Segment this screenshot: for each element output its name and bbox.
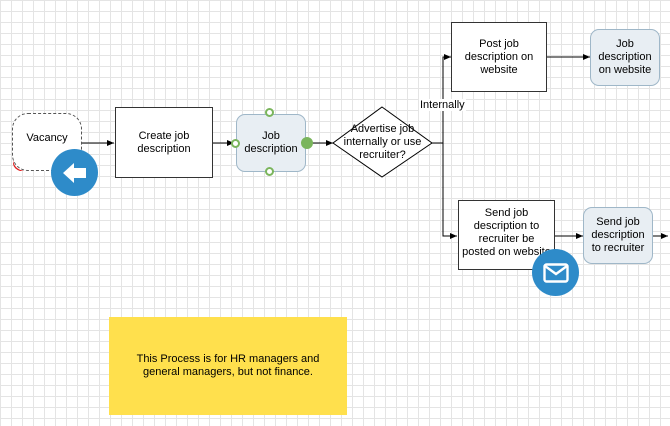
job-description-artifact[interactable]: Job description <box>236 114 306 172</box>
internally-edge-label: Internally <box>419 99 466 111</box>
create-job-description-label: Create job description <box>137 129 191 155</box>
job-description-label: Job description <box>244 130 298 155</box>
start-marker-red <box>13 160 24 171</box>
decision-diamond <box>332 106 433 178</box>
post-job-description-label: Post job description on website <box>464 37 534 76</box>
handle-bottom[interactable] <box>265 167 274 176</box>
handle-left[interactable] <box>231 139 240 148</box>
process-note[interactable]: This Process is for HR managers and gene… <box>109 317 347 415</box>
post-job-description-task[interactable]: Post job description on website <box>451 22 547 92</box>
job-description-website-label: Job description on website <box>598 38 652 76</box>
start-badge[interactable] <box>51 149 98 196</box>
job-description-website-artifact[interactable]: Job description on website <box>590 29 660 86</box>
message-badge[interactable] <box>532 249 579 296</box>
advertise-decision-label: Advertise job internally or use recruite… <box>343 122 422 161</box>
send-to-recruiter-task-label: Send job description to recruiter be pos… <box>462 207 551 258</box>
advertise-decision-gateway[interactable]: Advertise job internally or use recruite… <box>333 107 432 177</box>
arrow-left-icon <box>62 162 86 183</box>
handle-right[interactable] <box>301 137 313 149</box>
send-to-recruiter-artifact-label: Send job description to recruiter <box>591 216 645 254</box>
handle-top[interactable] <box>265 108 274 117</box>
vacancy-label: Vacancy <box>26 131 68 144</box>
create-job-description-task[interactable]: Create job description <box>115 107 213 178</box>
send-to-recruiter-artifact[interactable]: Send job description to recruiter <box>583 207 653 264</box>
process-note-text: This Process is for HR managers and gene… <box>136 353 320 378</box>
envelope-icon <box>542 262 569 283</box>
edge-decision-recruiter <box>432 142 457 239</box>
